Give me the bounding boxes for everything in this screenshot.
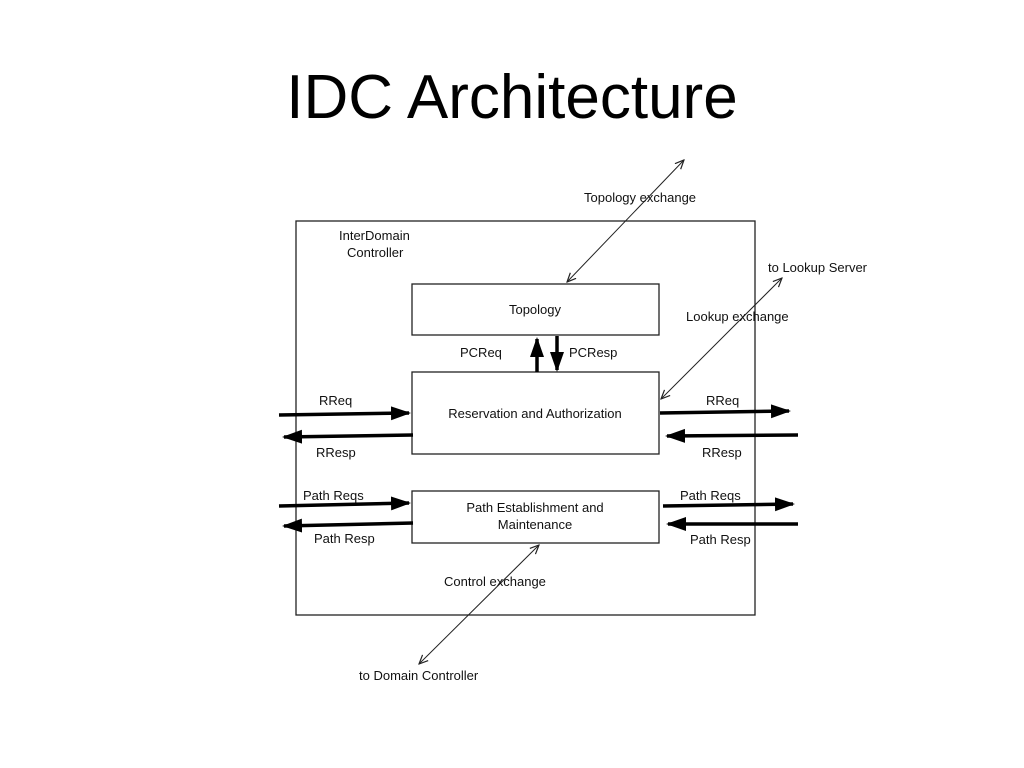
rresp-right-label: RResp bbox=[702, 445, 742, 460]
path-resp-right-label: Path Resp bbox=[690, 532, 751, 547]
lookup-exchange-label: Lookup exchange bbox=[686, 309, 789, 324]
path-reqs-left-label: Path Reqs bbox=[303, 488, 364, 503]
path-reqs-left-arrow bbox=[278, 496, 411, 511]
reservation-box-label: Reservation and Authorization bbox=[448, 406, 621, 421]
path-box-label-line2: Maintenance bbox=[498, 517, 572, 532]
to-lookup-server-label: to Lookup Server bbox=[768, 260, 868, 275]
lookup-exchange-arrow bbox=[661, 278, 782, 399]
control-exchange-arrow bbox=[419, 545, 539, 664]
rreq-right-label: RReq bbox=[706, 393, 739, 408]
topology-exchange-arrow bbox=[567, 160, 684, 282]
rresp-left-label: RResp bbox=[316, 445, 356, 460]
topology-box bbox=[411, 283, 660, 336]
pcreq-label: PCReq bbox=[460, 345, 502, 360]
reservation-box bbox=[411, 371, 660, 455]
rreq-left-arrow bbox=[278, 406, 411, 421]
path-reqs-right-label: Path Reqs bbox=[680, 488, 741, 503]
rreq-right-arrow bbox=[659, 404, 791, 419]
topology-exchange-label: Topology exchange bbox=[584, 190, 696, 205]
rresp-left-arrow bbox=[282, 429, 414, 444]
rresp-right-arrow bbox=[665, 428, 799, 443]
pcresp-label: PCResp bbox=[569, 345, 617, 360]
control-exchange-label: Control exchange bbox=[444, 574, 546, 589]
path-box-label-line1: Path Establishment and bbox=[466, 500, 603, 515]
container-label-line1: InterDomain bbox=[339, 228, 410, 243]
path-establishment-box bbox=[411, 490, 660, 544]
topology-box-label: Topology bbox=[509, 302, 562, 317]
path-resp-left-arrow bbox=[282, 518, 414, 533]
rreq-left-label: RReq bbox=[319, 393, 352, 408]
path-reqs-right-arrow bbox=[662, 497, 795, 512]
slide-title: IDC Architecture bbox=[286, 63, 738, 132]
path-resp-left-label: Path Resp bbox=[314, 531, 375, 546]
container-label-line2: Controller bbox=[347, 245, 404, 260]
to-domain-controller-label: to Domain Controller bbox=[359, 668, 479, 683]
